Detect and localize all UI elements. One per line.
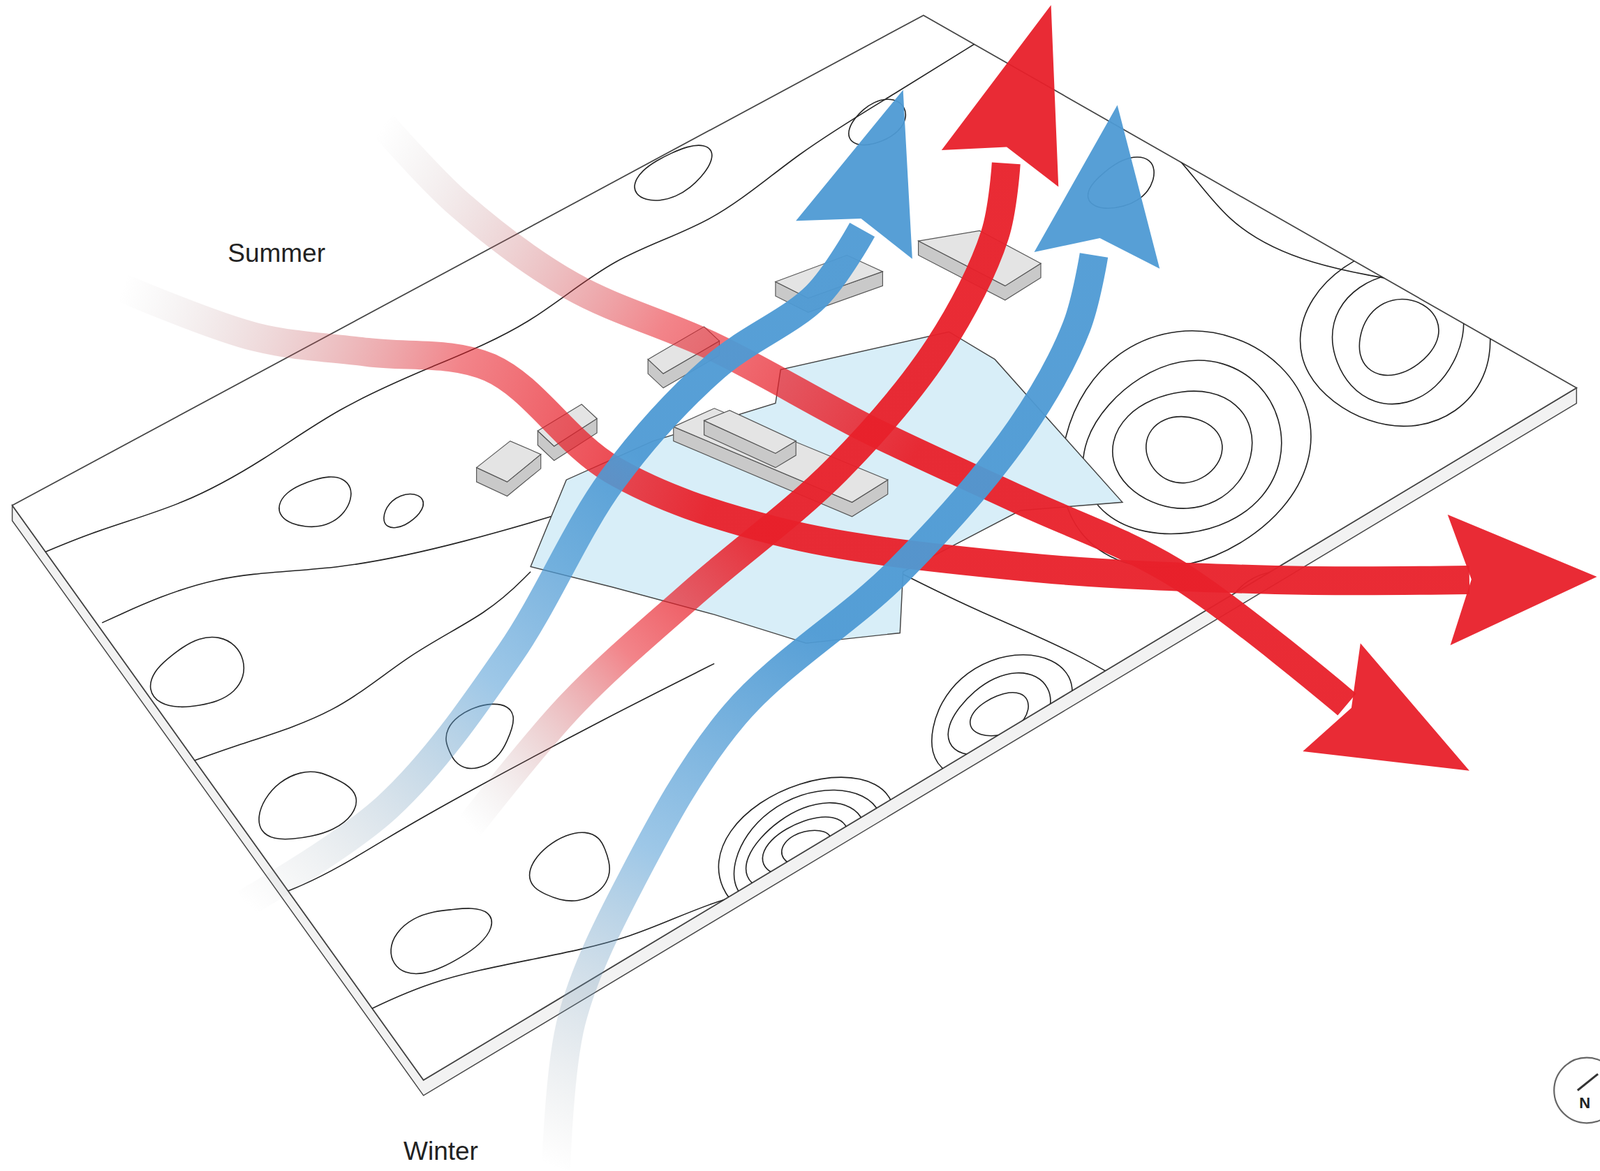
contour (718, 776, 895, 920)
contour (150, 637, 245, 708)
contour (152, 571, 531, 776)
contour (1082, 360, 1281, 534)
arrowhead (941, 4, 1059, 187)
contour (947, 672, 1051, 756)
building (704, 410, 797, 468)
wind-arrow (556, 105, 1161, 1169)
contour (1300, 246, 1491, 426)
building-roof (476, 441, 542, 482)
season-label: Winter (403, 1137, 479, 1164)
wind-ribbon (122, 287, 1469, 581)
arrowhead (1302, 642, 1470, 771)
arrowhead (1034, 105, 1161, 269)
contour (529, 832, 611, 901)
wind-arrows (122, 4, 1597, 1169)
north-label: N (1579, 1095, 1591, 1111)
contour (733, 789, 881, 907)
contour-lines (0, 40, 1592, 1021)
contour (1359, 299, 1439, 376)
contour (101, 510, 572, 623)
building (476, 441, 542, 497)
plate-top (12, 15, 1577, 1080)
wind-arrow (382, 124, 1470, 770)
arrowhead (795, 90, 913, 259)
contour (970, 692, 1029, 736)
season-label: Summer (227, 240, 326, 266)
contour (612, 775, 1327, 1001)
contour (390, 908, 492, 974)
contour (383, 494, 424, 528)
contour (931, 654, 1073, 777)
building-roof (704, 410, 797, 454)
contour (781, 830, 832, 865)
contour (746, 802, 865, 891)
north-pointer (1577, 1073, 1598, 1090)
contour (1146, 416, 1223, 484)
contour (634, 145, 713, 201)
contour (762, 816, 848, 877)
wind-ribbon (245, 229, 863, 904)
contour (279, 476, 352, 527)
contour (1332, 273, 1464, 405)
wind-ribbon (556, 255, 1094, 1170)
north-circle (1553, 1057, 1600, 1124)
arrowhead (1447, 514, 1598, 646)
north-symbol (1553, 1057, 1600, 1124)
contour (1112, 390, 1253, 509)
